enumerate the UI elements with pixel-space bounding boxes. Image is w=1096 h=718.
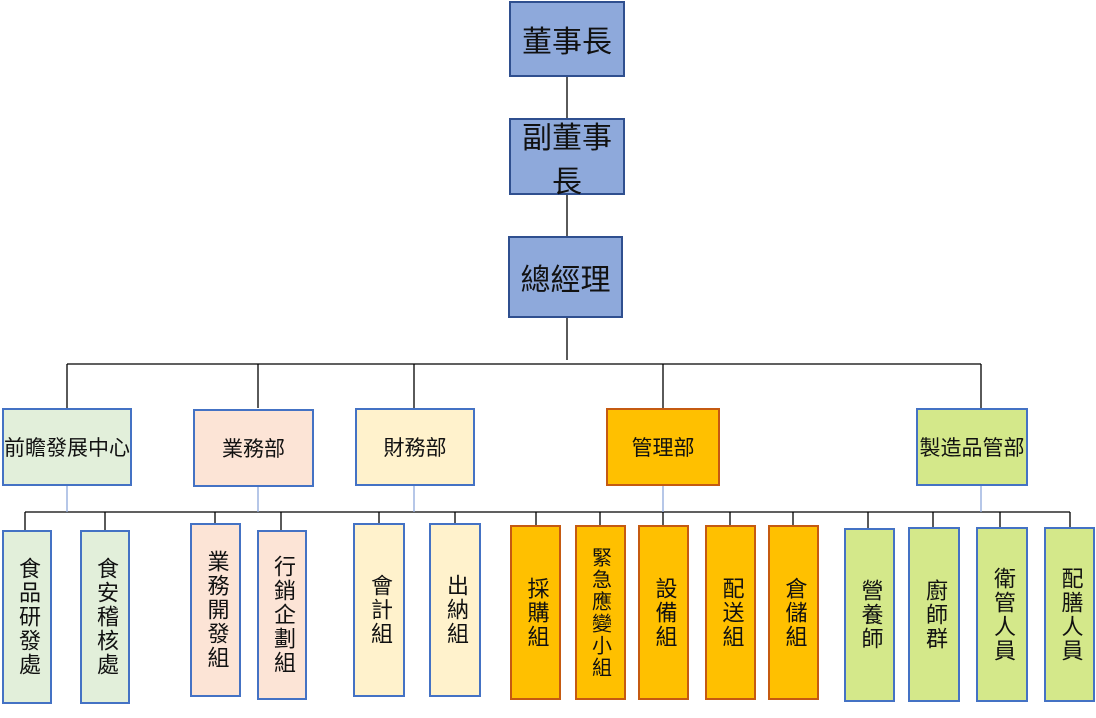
chairman-box: 董事長 xyxy=(509,1,625,77)
dept-business-label: 業務部 xyxy=(222,437,285,461)
unit-marketing-label: 行銷企劃組 xyxy=(270,555,295,675)
unit-delivery: 配送組 xyxy=(705,525,756,700)
dept-manufacturing-qc: 製造品管部 xyxy=(916,408,1028,486)
unit-emergency-response: 緊急應變小組 xyxy=(575,525,626,700)
unit-accounting-label: 會計組 xyxy=(367,574,392,646)
unit-chefs-label: 廚師群 xyxy=(922,578,947,651)
unit-nutritionist: 營養師 xyxy=(844,528,895,702)
dept-business: 業務部 xyxy=(193,409,314,487)
unit-food-safety-audit: 食安稽核處 xyxy=(80,530,130,704)
unit-nutritionist-label: 營養師 xyxy=(857,579,883,651)
unit-chefs: 廚師群 xyxy=(908,527,960,702)
unit-warehousing-label: 倉儲組 xyxy=(781,576,807,649)
unit-marketing-planning: 行銷企劃組 xyxy=(257,530,307,700)
unit-hygiene-label: 衛管人員 xyxy=(990,566,1015,663)
general-manager-label: 總經理 xyxy=(520,263,611,298)
dept-manufacturing-label: 製造品管部 xyxy=(919,436,1025,460)
dept-foresight-center: 前瞻發展中心 xyxy=(2,408,132,486)
dept-management: 管理部 xyxy=(606,408,720,486)
chairman-label: 董事長 xyxy=(522,25,612,60)
unit-emergency-label: 緊急應變小組 xyxy=(588,546,613,679)
vice-chairman-box: 副董事長 xyxy=(509,118,625,200)
unit-cashier: 出納組 xyxy=(429,523,481,697)
unit-food-safety-label: 食安稽核處 xyxy=(93,557,118,677)
unit-equipment: 設備組 xyxy=(638,525,689,700)
unit-cashier-label: 出納組 xyxy=(443,574,468,646)
unit-food-rd: 食品研發處 xyxy=(2,530,52,704)
unit-meal-service-label: 配膳人員 xyxy=(1057,566,1083,663)
unit-delivery-label: 配送組 xyxy=(718,576,744,649)
unit-accounting: 會計組 xyxy=(353,523,405,697)
dept-foresight-label: 前瞻發展中心 xyxy=(4,436,130,460)
unit-business-dev-label: 業務開發組 xyxy=(203,550,229,670)
unit-purchasing: 採購組 xyxy=(510,525,561,700)
vice-chairman-label: 副董事長 xyxy=(522,120,612,200)
general-manager-box: 總經理 xyxy=(508,236,623,318)
dept-finance: 財務部 xyxy=(355,408,475,486)
dept-finance-label: 財務部 xyxy=(383,436,447,460)
unit-purchasing-label: 採購組 xyxy=(523,576,549,649)
unit-food-rd-label: 食品研發處 xyxy=(15,557,40,677)
unit-meal-service-staff: 配膳人員 xyxy=(1044,527,1095,702)
dept-management-label: 管理部 xyxy=(631,436,695,460)
unit-hygiene-staff: 衛管人員 xyxy=(976,527,1028,702)
unit-business-development: 業務開發組 xyxy=(190,523,241,697)
unit-warehousing: 倉儲組 xyxy=(768,525,819,700)
unit-equipment-label: 設備組 xyxy=(651,576,677,649)
